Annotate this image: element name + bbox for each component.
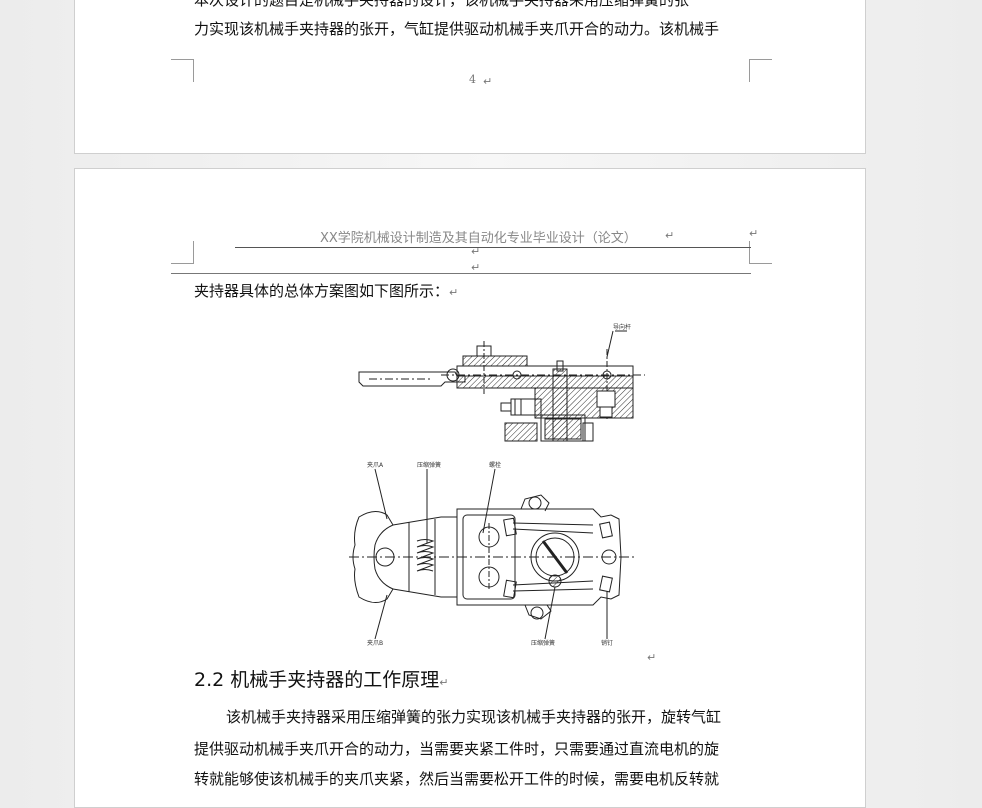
body-line: 该机械手夹持器采用压缩弹簧的张力实现该机械手夹持器的张开，旋转气缸 [226, 708, 722, 726]
body-line: 力实现该机械手夹持器的张开，气缸提供驱动机械手夹爪开合的动力。该机械手 [194, 20, 720, 38]
label-claw-a: 夹爪A [367, 461, 384, 469]
page-number: 4 [469, 73, 476, 86]
crop-mark [749, 241, 772, 264]
paragraph-mark: ↵ [749, 227, 759, 240]
label-guide-rod: 导向杆 [613, 323, 631, 331]
paragraph-mark: ↵ [665, 229, 675, 242]
label-cam: 压缩弹簧 [531, 639, 555, 647]
previous-page: 本次设计的题目是机械手夹持器的设计，该机械手夹持器采用压缩弹簧的张 力实现该机械… [74, 0, 866, 154]
page-header: XX学院机械设计制造及其自动化专业毕业设计（论文） [320, 231, 637, 246]
paragraph-mark: ↵ [471, 261, 481, 274]
paragraph-mark: ↵ [483, 75, 493, 88]
label-bolt: 螺栓 [489, 461, 501, 469]
current-page: XX学院机械设计制造及其自动化专业毕业设计（论文） ↵ ↵ ↵ ↵ 夹持器具体的… [74, 168, 866, 808]
intro-line: 夹持器具体的总体方案图如下图所示：↵ [194, 282, 459, 300]
section-heading: 2.2 机械手夹持器的工作原理↵ [194, 669, 449, 691]
body-line: 提供驱动机械手夹爪开合的动力，当需要夹紧工件时，只需要通过直流电机的旋 [194, 740, 720, 758]
gripper-drawing: 导向杆 夹爪A 压缩弹簧 螺栓 夹爪B 压缩弹簧 销钉 [349, 323, 645, 647]
crop-mark [749, 59, 772, 82]
body-line-cut: 本次设计的题目是机械手夹持器的设计，该机械手夹持器采用压缩弹簧的张 [194, 0, 690, 9]
paragraph-mark: ↵ [471, 245, 481, 258]
paragraph-mark: ↵ [647, 651, 657, 664]
crop-mark [171, 241, 194, 264]
crop-mark [171, 59, 194, 82]
label-pin: 销钉 [601, 639, 613, 647]
body-line: 转就能够使该机械手的夹爪夹紧，然后当需要松开工件的时候，需要电机反转就 [194, 770, 720, 788]
label-claw-b: 夹爪B [367, 639, 383, 647]
header-bottom-rule [171, 273, 751, 274]
label-spring: 压缩弹簧 [417, 461, 441, 469]
header-rule [235, 247, 751, 248]
